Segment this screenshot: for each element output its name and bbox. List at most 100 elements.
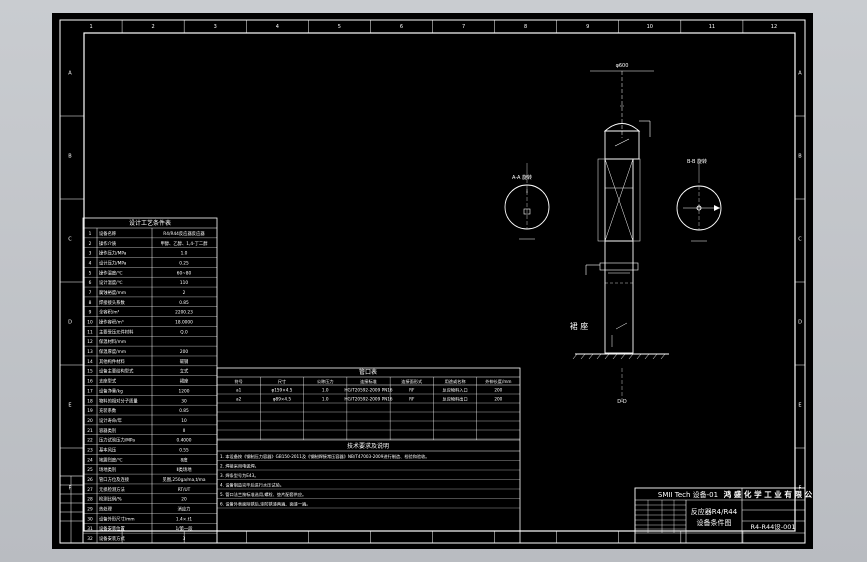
row-label-left: F	[69, 486, 72, 492]
nozzle-header: 符号	[234, 378, 242, 385]
table-cell-value: 60~80	[177, 270, 192, 276]
process-table-title: 设计工艺条件表	[129, 219, 171, 227]
nozzle-cell: HG/T20592-2009 PN16	[344, 397, 393, 402]
drawing-name-1: 反应器R4/R44	[691, 507, 738, 516]
table-cell-item: 设计压力/MPa	[99, 259, 127, 266]
note-line: 4. 设备制造完毕后进行水压试验。	[220, 482, 284, 489]
inner-border	[83, 32, 796, 532]
table-cell-item: 场地类别	[99, 466, 116, 473]
table-cell-no: 22	[87, 438, 93, 444]
nozzle-cell: 1.0	[322, 388, 329, 393]
technical-notes: 技术要求及说明 1. 本设备按《钢制压力容器》GB150-2011及《钢制焊接常…	[217, 442, 520, 509]
nozzle-table-title: 管口表	[359, 368, 377, 376]
table-cell-value: 2	[183, 290, 186, 296]
title-block: SMII Tech 设备-01 鸿 盛 化 学 工 业 有 限 公 司 反应器R…	[634, 487, 813, 544]
table-cell-no: 31	[87, 526, 93, 532]
view-b-label: B-B 旋转	[687, 158, 707, 165]
table-cell-no: 7	[89, 290, 92, 296]
column-label-top: 1	[89, 24, 92, 30]
row-label-right: D	[798, 320, 802, 326]
column-label-top: 6	[400, 24, 403, 30]
row-label-left: A	[68, 71, 72, 77]
column-label-top: 4	[276, 24, 279, 30]
row-label-left: E	[68, 403, 71, 409]
nozzle-header: 连接标准	[360, 378, 377, 385]
table-cell-item: 物料的相对分子质量	[99, 397, 138, 404]
column-label-top: 7	[462, 24, 465, 30]
revision-block	[59, 475, 84, 544]
skirt-label: 裙 座	[570, 321, 589, 331]
nozzle-cell: RF	[409, 388, 415, 393]
table-cell-no: 1	[89, 231, 92, 237]
table-cell-item: 设备安装位置	[99, 525, 125, 532]
table-cell-value: 8度	[180, 456, 188, 463]
nozzle-cell: φ159×4.5	[271, 388, 292, 393]
column-label-top: 9	[586, 24, 589, 30]
vessel-elevation: φ600 D-D 裙 座	[570, 63, 669, 405]
table-cell-no: 11	[87, 329, 93, 335]
table-cell-no: 4	[89, 260, 92, 266]
table-cell-no: 2	[89, 241, 92, 247]
table-cell-value: 30	[181, 398, 187, 404]
table-cell-item: 保温材料/mm	[99, 338, 126, 345]
table-cell-no: 20	[87, 418, 93, 424]
table-cell-no: 3	[89, 251, 92, 257]
table-cell-item: 设计温度/℃	[99, 279, 123, 286]
nozzle-header: 用途或名称	[445, 378, 466, 385]
nozzle-cell: a2	[236, 397, 242, 402]
nozzle-cell: 200	[494, 388, 502, 393]
table-cell-value: 10	[181, 418, 187, 424]
table-cell-no: 19	[87, 408, 93, 414]
column-label-top: 12	[771, 24, 777, 30]
row-label-left: D	[68, 320, 72, 326]
top-dimension: φ600	[616, 63, 629, 69]
table-cell-value: 0.25	[179, 260, 189, 266]
table-cell-item: 充装系数	[99, 407, 117, 414]
table-cell-no: 13	[87, 349, 93, 355]
table-cell-value: 1.0	[181, 251, 188, 257]
row-label-right: A	[798, 71, 802, 77]
table-cell-item: 无损检测方法	[99, 486, 125, 493]
table-cell-no: 10	[87, 320, 93, 326]
nozzle-cell: 反应物料出口	[443, 396, 468, 403]
table-cell-item: 检测比例/%	[99, 496, 122, 503]
column-label-top: 8	[524, 24, 527, 30]
table-cell-no: 27	[87, 487, 93, 493]
table-cell-no: 21	[87, 428, 93, 434]
table-cell-value: 立式	[180, 368, 189, 375]
table-cell-item: 容器类别	[99, 427, 116, 434]
table-cell-value: 0.4000	[176, 438, 191, 444]
row-label-right: B	[798, 154, 802, 160]
table-cell-item: 压力试验压力/MPa	[99, 437, 135, 444]
row-label-right: F	[799, 486, 802, 492]
column-label-top: 3	[214, 24, 217, 30]
note-line: 3. 焊条型号为E43。	[220, 472, 258, 479]
table-cell-item: 设计寿命/年	[99, 417, 123, 424]
section-view-a: A-A 旋转	[504, 163, 550, 240]
table-cell-item: 焊接接头系数	[99, 299, 125, 306]
table-cell-no: 29	[87, 507, 93, 513]
table-cell-no: 8	[89, 300, 92, 306]
table-cell-value: Q.0	[180, 329, 188, 335]
note-line: 5. 管口法兰按标准选用,螺栓、垫片配套供应。	[220, 491, 306, 498]
nozzle-cell: 1.0	[322, 397, 329, 402]
file-ref: SMII Tech 设备-01	[658, 490, 718, 499]
table-cell-item: 腐蚀裕度/mm	[99, 289, 126, 296]
column-label-top: 10	[647, 24, 653, 30]
table-cell-no: 14	[87, 359, 93, 365]
nozzle-cell: HG/T20592-2009 PN16	[344, 388, 393, 393]
table-cell-item: 操作容积/m³	[99, 319, 124, 326]
table-cell-item: 操作温度/℃	[99, 269, 123, 276]
table-cell-no: 26	[87, 477, 93, 483]
nozzle-header: 公称压力	[317, 378, 334, 385]
table-cell-item: 操作介质	[99, 240, 117, 247]
row-label-right: E	[798, 403, 801, 409]
table-cell-item: 设备净重/kg	[99, 387, 123, 394]
column-label-top: 5	[338, 24, 341, 30]
section-view-b: B-B 旋转	[676, 158, 722, 242]
row-label-right: C	[798, 237, 802, 243]
table-cell-value: 甲醇、乙醇、1,4-丁二醇	[160, 240, 208, 247]
table-cell-item: 设备安装方式	[99, 535, 125, 542]
drawing-number: R4-R44设-001	[750, 522, 795, 531]
